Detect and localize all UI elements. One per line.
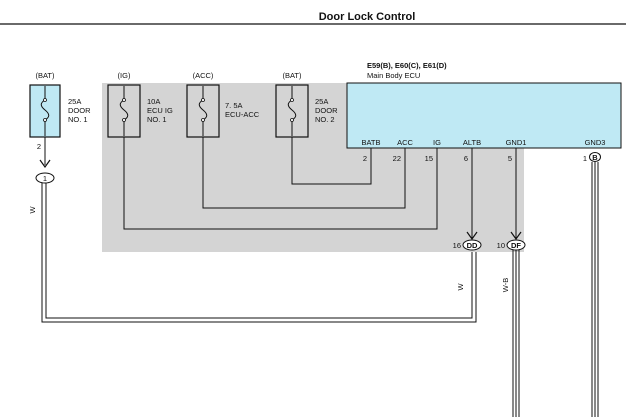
internal-wiring xyxy=(123,137,438,230)
fuse-ecu-acc-icon xyxy=(198,86,208,136)
fuse3-line1: ECU-ACC xyxy=(225,110,260,119)
terminal-gnd3: GND3 xyxy=(585,138,606,147)
wire-door-no2-to-batb xyxy=(291,137,372,185)
arrow-j1-icon xyxy=(39,159,51,169)
junction-df-pin: 10 xyxy=(497,241,505,250)
junction-1-label: 1 xyxy=(43,174,47,183)
fuse-door-no1-icon xyxy=(40,86,50,136)
pin-ig: 15 xyxy=(425,154,433,163)
arrow-dd-icon xyxy=(466,231,478,241)
pin-altb: 6 xyxy=(464,154,468,163)
junction-df-label: DF xyxy=(511,241,521,250)
ecu-connectors-label: E59(B), E60(C), E61(D) xyxy=(367,61,447,70)
fuse-door-no2-icon xyxy=(287,86,297,136)
pin-gnd3: 1 xyxy=(583,154,587,163)
fuse1-source: (BAT) xyxy=(35,71,55,80)
gnd3-connector-label: B xyxy=(592,153,598,162)
terminal-altb: ALTB xyxy=(463,138,481,147)
junction-block-area-lower xyxy=(347,148,524,252)
wire-ecu-acc-to-acc xyxy=(202,137,406,209)
fuse3-source: (ACC) xyxy=(193,71,214,80)
fuse1-rating: 25A xyxy=(68,97,81,106)
terminal-acc: ACC xyxy=(397,138,413,147)
wire-w-loop xyxy=(41,183,477,323)
fuse4-source: (BAT) xyxy=(282,71,302,80)
arrow-df-icon xyxy=(510,231,522,241)
fuse4-line2: NO. 2 xyxy=(315,115,335,124)
junction-dd-label: DD xyxy=(467,241,478,250)
fuse3-rating: 7. 5A xyxy=(225,101,243,110)
fuse2-rating: 10A xyxy=(147,97,160,106)
junction-dd-oval xyxy=(462,239,482,251)
diagram-title: Door Lock Control xyxy=(319,11,416,23)
gnd3-connector-oval xyxy=(589,152,601,162)
fuse1-line2: NO. 1 xyxy=(68,115,88,124)
wire-color-bottom: W xyxy=(456,283,465,291)
terminal-ig: IG xyxy=(433,138,441,147)
main-body-ecu-box xyxy=(346,82,622,149)
junction-dd-pin: 16 xyxy=(453,241,461,250)
fuse2-line1: ECU IG xyxy=(147,106,173,115)
fuse2-line2: NO. 1 xyxy=(147,115,167,124)
fuse1-line1: DOOR xyxy=(68,106,91,115)
ground-wire-gnd3 xyxy=(591,162,599,417)
fuse2-source: (IG) xyxy=(118,71,131,80)
fuse-ecu-ig-no1-icon xyxy=(119,86,129,136)
fuse1-pin: 2 xyxy=(37,142,41,151)
wire-color-left: W xyxy=(28,206,37,214)
ecu-name-label: Main Body ECU xyxy=(367,71,420,80)
pin-acc: 22 xyxy=(393,154,401,163)
fuse4-rating: 25A xyxy=(315,97,328,106)
fuse4-line1: DOOR xyxy=(315,106,338,115)
wire-ecu-ig-to-ig xyxy=(123,137,438,230)
wire-color-ground: W-B xyxy=(501,278,510,292)
pin-batb: 2 xyxy=(363,154,367,163)
junction-1-oval xyxy=(35,172,55,184)
terminal-batb: BATB xyxy=(361,138,380,147)
pin-gnd1: 5 xyxy=(508,154,512,163)
ground-wire-gnd1 xyxy=(512,250,520,417)
terminal-gnd1: GND1 xyxy=(506,138,527,147)
